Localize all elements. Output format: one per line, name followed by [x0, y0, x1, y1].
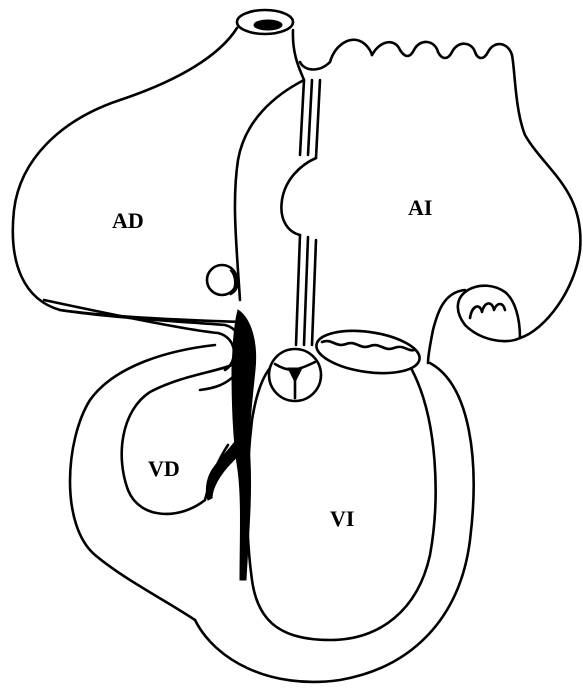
- label-left-ventricle: VI: [330, 506, 354, 531]
- aorta-wall-mid: [304, 237, 308, 345]
- pulmonary-vessel-top: [300, 62, 330, 70]
- aorta-wall-left: [296, 235, 300, 345]
- left-ventricle-inner-wall: [247, 368, 435, 640]
- pulmonary-vein-ridge: [372, 42, 512, 58]
- label-left-atrium: AI: [408, 195, 432, 220]
- mitral-valve-ring: [314, 325, 423, 379]
- left-atrial-appendage: [458, 286, 520, 341]
- appendage-trabeculae: [470, 303, 505, 318]
- left-atrium-wall: [330, 40, 372, 62]
- label-right-atrium: AD: [112, 208, 144, 233]
- right-ventricle-outer-wall: [70, 345, 215, 620]
- aorta-wall-right: [312, 240, 316, 345]
- superior-vena-cava-lumen: [254, 20, 282, 30]
- label-right-ventricle: VD: [148, 456, 180, 481]
- pulmonary-vessel-wall-left: [300, 80, 304, 155]
- pulmonary-vessel-wall-mid: [308, 80, 312, 155]
- pulmonary-vessel-wall-right: [316, 80, 320, 158]
- right-atrium-septal-edge: [235, 30, 304, 300]
- left-atrium-right-wall: [512, 55, 580, 338]
- interatrial-septum: [281, 158, 316, 235]
